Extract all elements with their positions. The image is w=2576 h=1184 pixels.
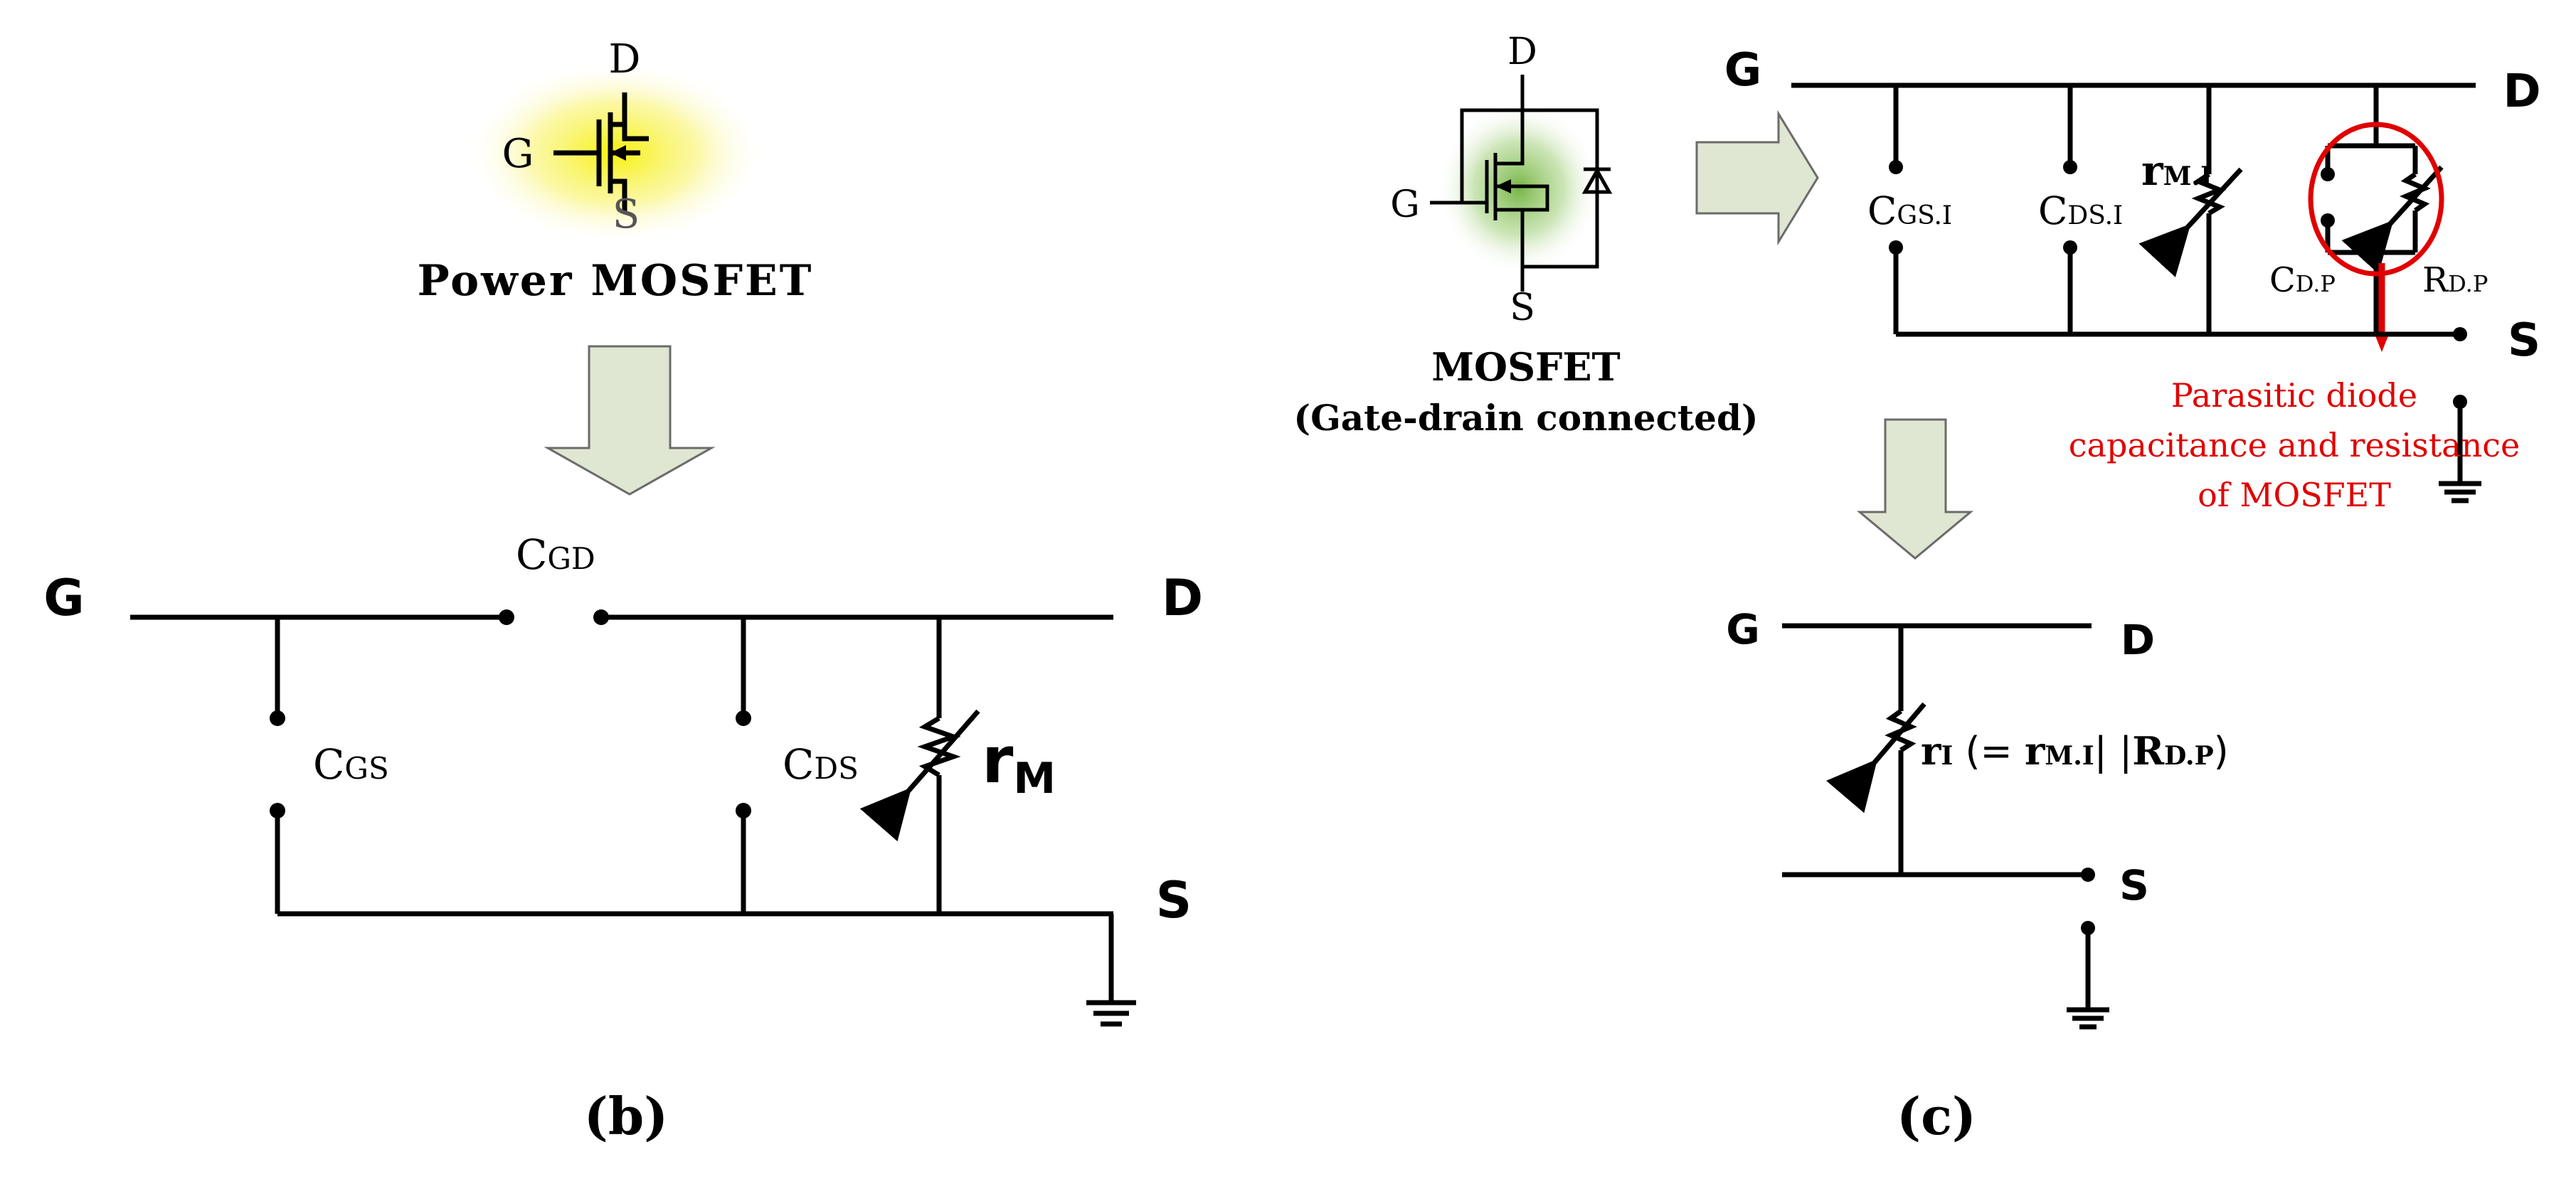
caption-b: (b) bbox=[584, 1086, 668, 1146]
circuit-c: G D S CGS.I CDS.I rM.I CD.P RD.P Parasit… bbox=[1724, 44, 2541, 514]
mosfet-g-label: G bbox=[1390, 183, 1420, 226]
cgs-i-label: CGS.I bbox=[1867, 188, 1952, 233]
parasitic-annotation-line1: Parasitic diode bbox=[2171, 376, 2417, 415]
circuit-b: G D S CGD CGS CDS rM bbox=[43, 530, 1203, 1027]
mosfet-subtitle: (Gate-drain connected) bbox=[1293, 397, 1758, 439]
mosfet-s-label: S bbox=[1510, 287, 1535, 329]
power-mosfet-g-label: G bbox=[502, 131, 534, 177]
rm-i-label: rM.I bbox=[2141, 146, 2212, 195]
cdp-label: CD.P bbox=[2269, 260, 2336, 300]
circuit-c-d-label: D bbox=[2503, 65, 2540, 118]
circuit-b-s-label: S bbox=[1156, 871, 1192, 929]
equiv-s-label: S bbox=[2119, 861, 2149, 910]
parasitic-annotation-line2: capacitance and resistance bbox=[2069, 426, 2520, 464]
power-mosfet-symbol: D G S Power MOSFET bbox=[418, 36, 814, 306]
ri-equation-label: rI (= rM.I| |RD.P) bbox=[1921, 728, 2229, 774]
circuit-b-d-label: D bbox=[1162, 569, 1203, 627]
parasitic-highlight-circle bbox=[2308, 122, 2444, 277]
cgd-label: CGD bbox=[516, 530, 595, 579]
power-mosfet-d-label: D bbox=[609, 36, 641, 82]
equiv-d-label: D bbox=[2121, 616, 2155, 664]
circuit-c-g-label: G bbox=[1724, 44, 1762, 97]
right-arrow-c bbox=[1695, 110, 1819, 246]
caption-c: (c) bbox=[1897, 1086, 1976, 1146]
panel-b: D G S Power MOSFET bbox=[43, 36, 1203, 1146]
mosfet-gd-symbol: D G S MOSFET (Gate-drain connected) bbox=[1293, 31, 1758, 439]
cds-i-label: CDS.I bbox=[2038, 188, 2123, 233]
panel-c: D G S MOSFET (Gate-drain connected) bbox=[1293, 31, 2540, 1146]
circuit-b-g-label: G bbox=[43, 569, 84, 627]
down-arrow-c bbox=[1856, 418, 1974, 560]
equiv-g-label: G bbox=[1726, 605, 1760, 654]
equivalent-circuit-c: G D S rI (= rM.I| |RD.P) bbox=[1726, 605, 2229, 1030]
rm-label: rM bbox=[982, 723, 1056, 804]
power-mosfet-s-label: S bbox=[613, 191, 640, 238]
cgs-label: CGS bbox=[313, 740, 389, 789]
rdp-label: RD.P bbox=[2422, 260, 2488, 300]
green-glow bbox=[1437, 103, 1601, 274]
parasitic-annotation-line3: of MOSFET bbox=[2198, 476, 2391, 514]
down-arrow-b bbox=[544, 345, 716, 496]
cds-label: CDS bbox=[783, 740, 859, 789]
body-diode-icon bbox=[1581, 166, 1613, 194]
power-mosfet-title: Power MOSFET bbox=[418, 256, 814, 306]
mosfet-d-label: D bbox=[1507, 31, 1537, 73]
circuit-c-s-label: S bbox=[2508, 314, 2540, 367]
mosfet-title: MOSFET bbox=[1431, 344, 1621, 390]
